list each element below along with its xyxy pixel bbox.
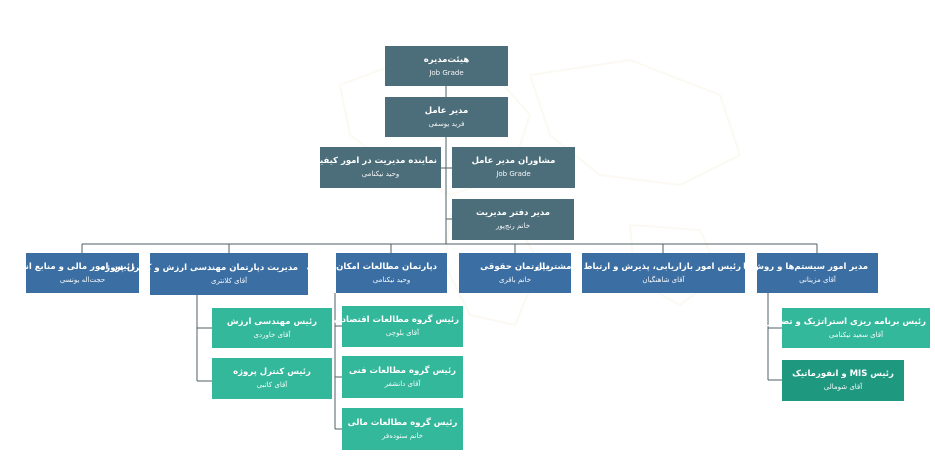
legal-dept-node[interactable]: دپارتمان حقوقی خانم باقری	[459, 253, 571, 293]
economic-studies-subtitle: آقای بلوچی	[385, 329, 420, 338]
marketing-node[interactable]: رئیس امور بازاریابی، پذیرش و ارتباط با م…	[535, 253, 745, 293]
project-control-head-subtitle: آقای کاتبی	[256, 381, 288, 390]
systems-methods-title: مدیر امور سیستم‌ها و روش‌ها	[743, 261, 868, 272]
advisors-node[interactable]: مشاوران مدیر عامل Job Grade	[452, 147, 575, 188]
mis-subtitle: آقای شومالی	[823, 383, 863, 392]
financial-studies-subtitle: خانم ستوده‌فر	[382, 431, 423, 440]
quality-representative-title: نماینده مدیریت در امور کیفیت	[310, 156, 437, 167]
office-manager-title: مدیر دفتر مدیریت	[475, 208, 551, 219]
legal-dept-title: دپارتمان حقوقی	[480, 261, 550, 272]
ceo-title: مدیر عامل	[424, 105, 469, 116]
legal-dept-subtitle: خانم باقری	[498, 275, 532, 284]
value-engineering-dept-subtitle: آقای کلانتری	[210, 276, 248, 285]
quality-representative-subtitle: وحید نیکنامی	[361, 170, 400, 179]
financial-studies-title: رئیس گروه مطالعات مالی	[347, 417, 458, 428]
project-control-head-node[interactable]: رئیس کنترل پروژه آقای کاتبی	[212, 358, 332, 399]
mis-title: رئیس MIS و انفورماتیک	[792, 369, 894, 380]
mis-node[interactable]: رئیس MIS و انفورماتیک آقای شومالی	[782, 360, 904, 401]
economic-studies-node[interactable]: رئیس گروه مطالعات اقتصادی آقای بلوچی	[333, 306, 463, 347]
value-engineering-head-node[interactable]: رئیس مهندسی ارزش آقای خاوردی	[212, 308, 332, 348]
feasibility-dept-title: دپارتمان مطالعات امکان سنجی	[306, 261, 437, 272]
value-engineering-dept-node[interactable]: مدیریت دپارتمان مهندسی ارزش و کنترل پروژ…	[100, 253, 308, 295]
technical-studies-title: رئیس گروه مطالعات فنی	[348, 365, 457, 376]
strategic-planning-node[interactable]: رئیس برنامه ریزی استراتژیک و تضمین کیفیت…	[734, 308, 930, 348]
economic-studies-title: رئیس گروه مطالعات اقتصادی	[333, 315, 459, 326]
board-node[interactable]: هیئت‌مدیره Job Grade	[385, 46, 508, 86]
feasibility-dept-node[interactable]: دپارتمان مطالعات امکان سنجی وحید نیکنامی	[306, 253, 447, 293]
systems-methods-node[interactable]: مدیر امور سیستم‌ها و روش‌ها آقای مزینانی	[743, 253, 878, 293]
systems-methods-subtitle: آقای مزینانی	[799, 275, 836, 284]
quality-representative-node[interactable]: نماینده مدیریت در امور کیفیت وحید نیکنام…	[310, 147, 441, 188]
marketing-subtitle: آقای شاهنگیان	[642, 275, 685, 284]
advisors-title: مشاوران مدیر عامل	[471, 156, 556, 167]
strategic-planning-title: رئیس برنامه ریزی استراتژیک و تضمین کیفیت	[734, 316, 926, 327]
ceo-subtitle: فرید یوسفی	[428, 119, 465, 128]
finance-hr-title: رئیس امور مالی و منابع انسانی	[2, 261, 135, 272]
financial-studies-node[interactable]: رئیس گروه مطالعات مالی خانم ستوده‌فر	[342, 408, 463, 450]
feasibility-dept-subtitle: وحید نیکنامی	[372, 275, 411, 284]
finance-hr-subtitle: حجت‌اله یونسی	[59, 275, 106, 284]
office-manager-subtitle: خانم رنج‌پور	[495, 222, 531, 231]
board-title: هیئت‌مدیره	[423, 54, 470, 65]
value-engineering-head-title: رئیس مهندسی ارزش	[226, 316, 318, 327]
finance-hr-node[interactable]: رئیس امور مالی و منابع انسانی حجت‌اله یو…	[2, 253, 139, 293]
technical-studies-subtitle: آقای دانشفر	[384, 379, 421, 388]
advisors-subtitle: Job Grade	[496, 170, 531, 179]
watermark-landmass-2	[528, 58, 742, 187]
office-manager-node[interactable]: مدیر دفتر مدیریت خانم رنج‌پور	[452, 199, 574, 240]
strategic-planning-subtitle: آقای سعید نیکنامی	[828, 330, 884, 339]
value-engineering-head-subtitle: آقای خاوردی	[253, 330, 291, 339]
project-control-head-title: رئیس کنترل پروژه	[233, 367, 311, 378]
value-engineering-dept-title: مدیریت دپارتمان مهندسی ارزش و کنترل پروژ…	[100, 262, 298, 273]
board-subtitle: Job Grade	[429, 68, 464, 77]
technical-studies-node[interactable]: رئیس گروه مطالعات فنی آقای دانشفر	[342, 356, 463, 398]
marketing-title: رئیس امور بازاریابی، پذیرش و ارتباط با م…	[535, 261, 741, 272]
ceo-node[interactable]: مدیر عامل فرید یوسفی	[385, 97, 508, 137]
